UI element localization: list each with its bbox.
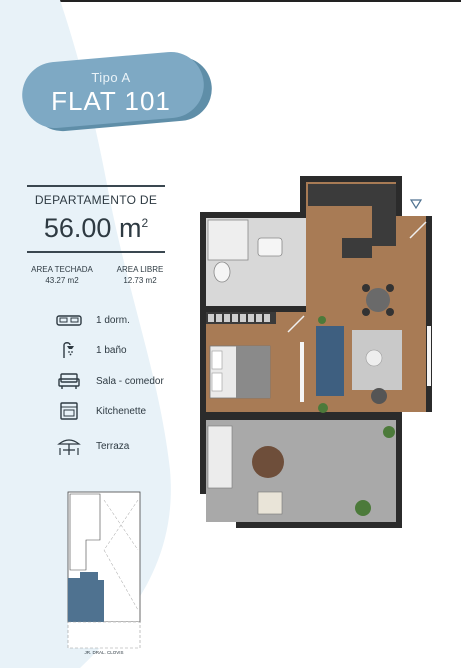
covered-area-value: 43.27 m2: [45, 276, 79, 285]
sofa-icon: [56, 371, 82, 391]
free-area-value: 12.73 m2: [123, 276, 157, 285]
shower-icon: [56, 340, 82, 360]
lounge-chair: [207, 425, 233, 489]
bed-icon: [56, 310, 82, 330]
sink-icon: [257, 237, 283, 257]
divider: [27, 185, 165, 187]
feature-item: 1 baño: [56, 340, 127, 360]
area-label: DEPARTAMENTO DE: [34, 193, 158, 207]
entrance-marker: [409, 199, 423, 210]
covered-area-label: AREA TECHADA: [31, 265, 93, 274]
feature-label: Kitchenette: [96, 405, 147, 417]
area-value: 56.00 m2: [43, 213, 149, 243]
divider: [27, 251, 165, 253]
umbrella-table-icon: [56, 436, 82, 456]
free-area-label: AREA LIBRE: [116, 265, 164, 274]
feature-item: Kitchenette: [56, 401, 146, 421]
terrace-table: [252, 446, 284, 478]
feature-label: 1 baño: [96, 344, 127, 356]
unit-highlight: [68, 572, 104, 622]
top-border: [0, 0, 461, 2]
oven-icon: [56, 401, 82, 421]
street-label: JR. DRAL. CLOVIS: [84, 650, 123, 655]
feature-item: Sala - comedor: [56, 371, 164, 391]
feature-label: Sala - comedor: [96, 375, 164, 387]
feature-item: Terraza: [56, 436, 129, 456]
site-key-map: JR. DRAL. CLOVIS: [67, 491, 141, 655]
dining-table: [366, 288, 390, 312]
feature-item: 1 dorm.: [56, 310, 130, 330]
feature-label: Terraza: [96, 440, 130, 452]
unit-type-label: Tipo A: [91, 70, 131, 85]
toilet-icon: [213, 261, 231, 283]
feature-label: 1 dorm.: [96, 314, 130, 326]
sofa-shape: [316, 326, 344, 396]
floor-plan: [200, 176, 432, 528]
unit-name: FLAT 101: [51, 86, 171, 116]
